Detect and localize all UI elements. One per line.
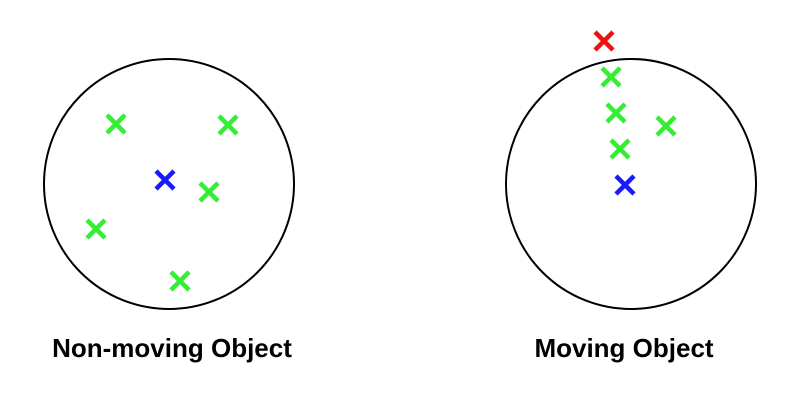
neighbor-x-mark: [198, 181, 220, 203]
center-x-mark: [154, 169, 176, 191]
center-x-mark: [614, 174, 636, 196]
neighbor-x-mark: [655, 115, 677, 137]
caption-non-moving: Non-moving Object: [52, 333, 292, 363]
neighbor-x-mark: [605, 102, 627, 124]
marks-moving: [593, 30, 677, 196]
neighbor-x-mark: [85, 218, 107, 240]
caption-moving: Moving Object: [534, 333, 713, 363]
neighbor-x-mark: [600, 66, 622, 88]
circle-moving: [505, 58, 757, 310]
circle-non-moving: [43, 58, 295, 310]
neighbor-x-mark: [609, 138, 631, 160]
outlier-x-mark: [593, 30, 615, 52]
neighbor-x-mark: [217, 114, 239, 136]
panel-non-moving: Non-moving Object: [43, 58, 295, 363]
panel-moving: Moving Object: [505, 30, 757, 363]
neighbor-x-mark: [105, 113, 127, 135]
neighbor-x-mark: [169, 270, 191, 292]
marks-non-moving: [85, 113, 239, 292]
